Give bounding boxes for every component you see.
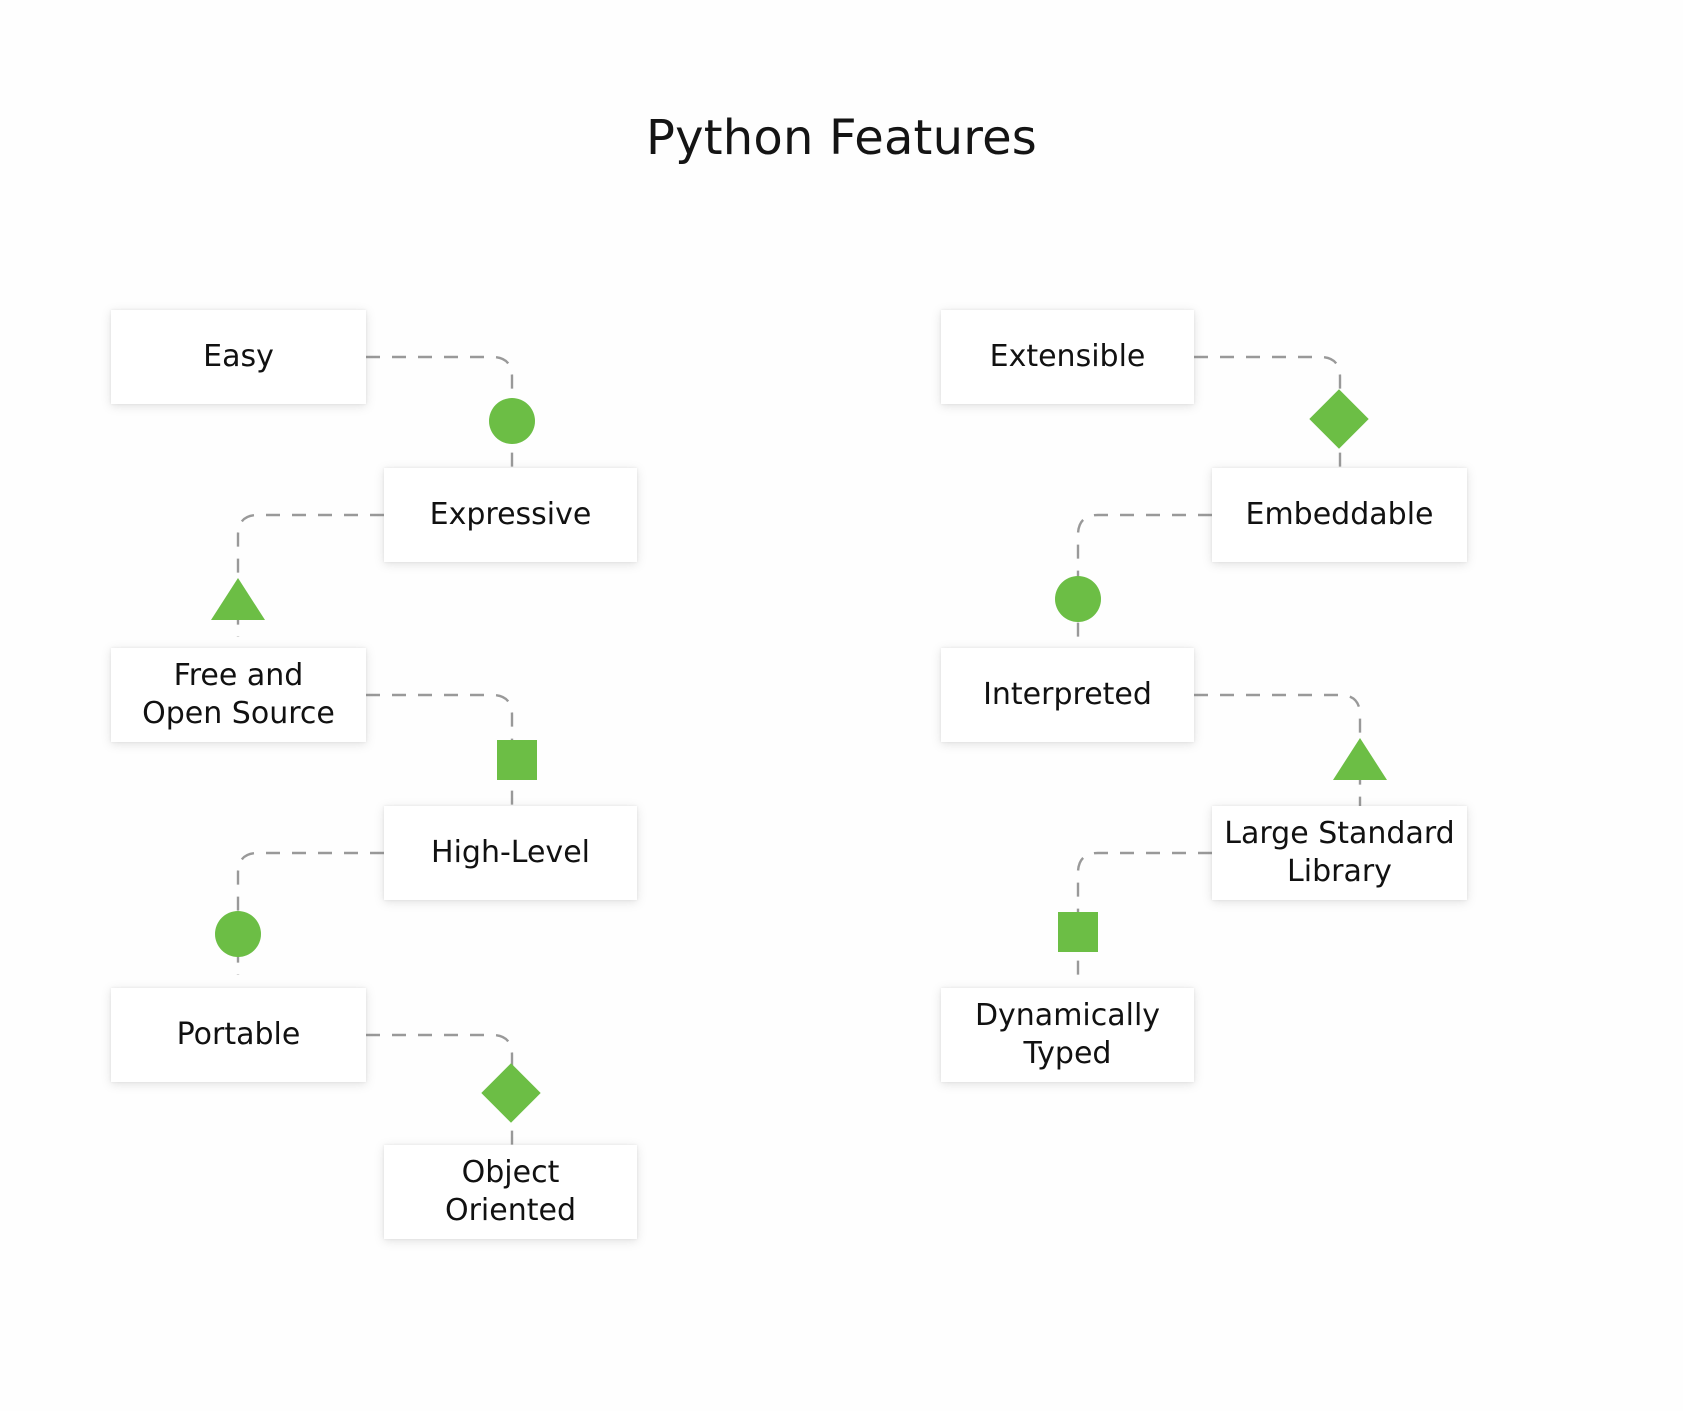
node-high-level[interactable]: High-Level bbox=[384, 806, 637, 900]
marker-triangle-interpreted-library bbox=[1333, 738, 1387, 780]
node-dynamically-typed[interactable]: Dynamically Typed bbox=[941, 988, 1194, 1082]
node-high-level-label: High-Level bbox=[431, 835, 590, 871]
node-expressive-label: Expressive bbox=[429, 497, 592, 533]
marker-diamond-extensible-embeddable bbox=[1309, 389, 1369, 449]
node-extensible[interactable]: Extensible bbox=[941, 310, 1194, 404]
page-title: Python Features bbox=[645, 110, 1038, 166]
node-easy-label: Easy bbox=[203, 339, 274, 375]
marker-square-library-dynamicallytyped bbox=[1058, 912, 1098, 952]
node-embeddable-label: Embeddable bbox=[1245, 497, 1434, 533]
node-large-standard-library-label: Large Standard Library bbox=[1224, 816, 1455, 889]
node-large-standard-library[interactable]: Large Standard Library bbox=[1212, 806, 1467, 900]
node-dynamically-typed-label: Dynamically Typed bbox=[974, 998, 1161, 1071]
marker-circle-embeddable-interpreted bbox=[1055, 576, 1101, 622]
link-embeddable-interpreted bbox=[1076, 513, 1212, 637]
marker-square-free-highlevel bbox=[497, 740, 537, 780]
node-expressive[interactable]: Expressive bbox=[384, 468, 637, 562]
link-library-dynamicallytyped bbox=[1076, 851, 1212, 975]
node-extensible-label: Extensible bbox=[989, 339, 1146, 375]
node-free-and-open-source-label: Free and Open Source bbox=[142, 658, 335, 731]
node-embeddable[interactable]: Embeddable bbox=[1212, 468, 1467, 562]
link-free-highlevel bbox=[366, 693, 514, 816]
marker-circle-easy-expressive bbox=[489, 398, 535, 444]
node-object-oriented[interactable]: Object Oriented bbox=[384, 1145, 637, 1239]
marker-circle-highlevel-portable bbox=[215, 911, 261, 957]
node-free-and-open-source[interactable]: Free and Open Source bbox=[111, 648, 366, 742]
marker-diamond-portable-objectoriented bbox=[481, 1063, 541, 1123]
marker-triangle-expressive-free bbox=[211, 578, 265, 620]
node-easy[interactable]: Easy bbox=[111, 310, 366, 404]
node-portable-label: Portable bbox=[176, 1017, 301, 1053]
node-interpreted[interactable]: Interpreted bbox=[941, 648, 1194, 742]
node-interpreted-label: Interpreted bbox=[983, 677, 1152, 713]
node-object-oriented-label: Object Oriented bbox=[444, 1155, 576, 1228]
link-highlevel-portable bbox=[236, 851, 384, 975]
node-portable[interactable]: Portable bbox=[111, 988, 366, 1082]
